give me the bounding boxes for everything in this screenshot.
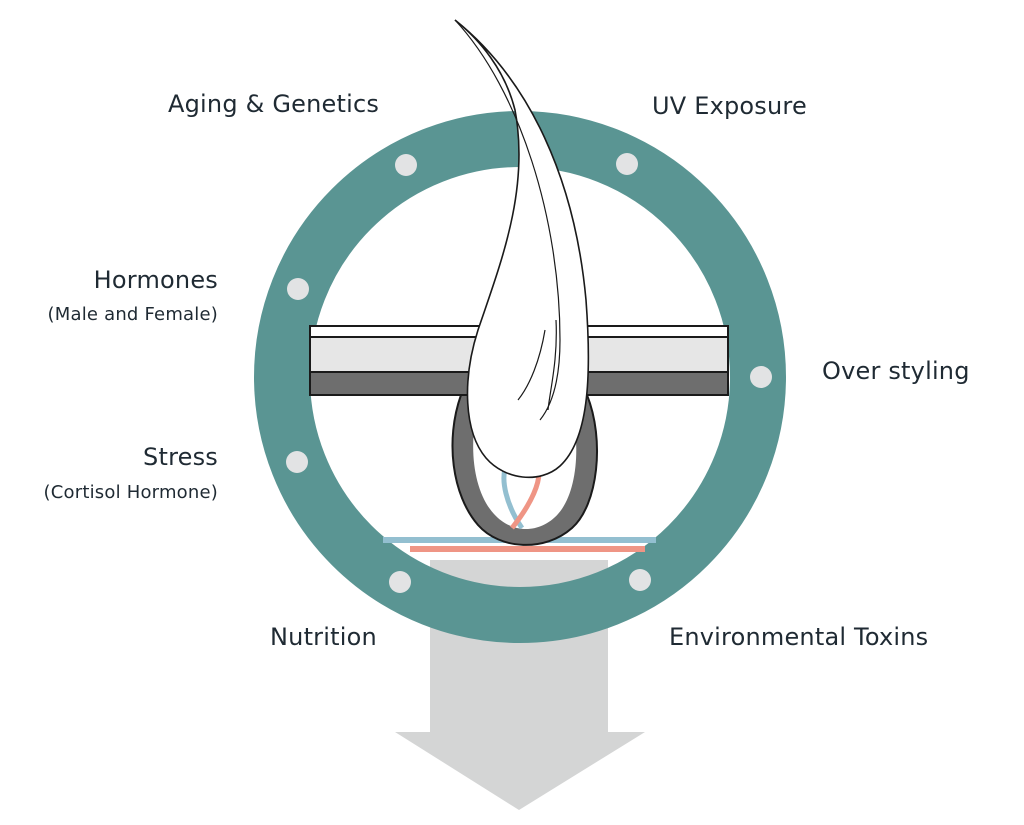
hair-strand-icon — [454, 19, 590, 479]
label-over-styling: Over styling — [822, 357, 970, 385]
hair-fiber-1 — [454, 19, 561, 421]
bolt-uv — [616, 153, 638, 175]
label-stress: Stress — [143, 443, 218, 471]
label-uv-exposure: UV Exposure — [652, 92, 807, 120]
label-hormones: Hormones — [93, 266, 218, 294]
hair-fiber-2 — [517, 329, 546, 401]
bolt-hormones — [287, 278, 309, 300]
hair-fiber-3 — [547, 319, 557, 411]
label-nutrition: Nutrition — [270, 623, 377, 651]
note-stress: (Cortisol Hormone) — [43, 482, 218, 503]
hair-shaft — [454, 19, 590, 479]
label-environmental-toxins: Environmental Toxins — [669, 623, 929, 651]
label-aging-genetics: Aging & Genetics — [168, 90, 380, 118]
bolt-stress — [286, 451, 308, 473]
bolt-nutrition — [389, 571, 411, 593]
bolt-aging — [395, 154, 417, 176]
ring-bolts — [286, 153, 772, 593]
bolt-environmental — [629, 569, 651, 591]
bolt-over-styling — [750, 366, 772, 388]
note-hormones: (Male and Female) — [47, 304, 218, 325]
